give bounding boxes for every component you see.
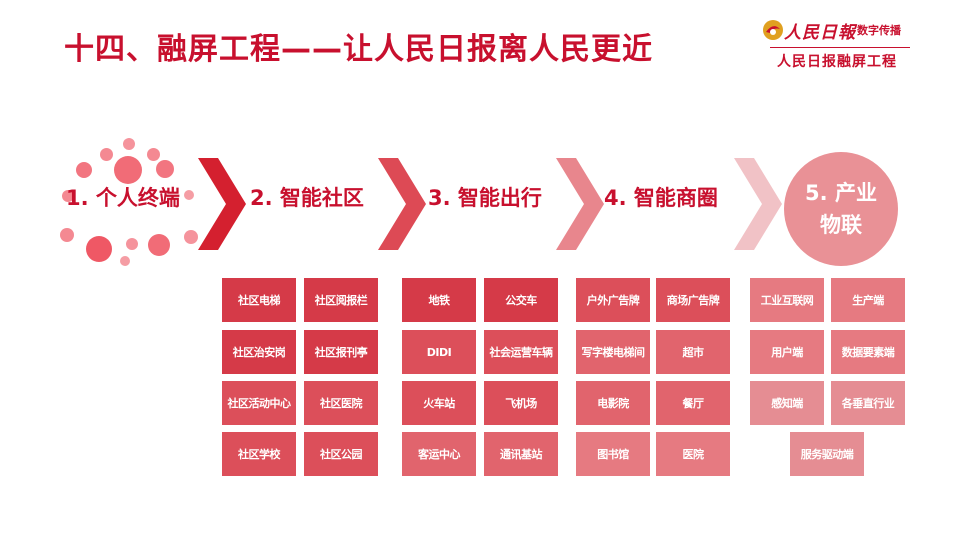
stage-5-label-line1: 5. 产业	[805, 181, 877, 205]
tile-community: 社区公园	[304, 432, 378, 476]
brand-logo-text: 人民日報	[784, 23, 856, 43]
tile-industry: 用户端	[750, 330, 824, 374]
dot	[62, 190, 74, 202]
tile-travel: 公交车	[484, 278, 558, 322]
stage-4-label: 4. 智能商圈	[604, 186, 718, 210]
chevron-right-icon	[734, 158, 782, 250]
tile-commerce: 写字楼电梯间	[576, 330, 650, 374]
tile-commerce: 电影院	[576, 381, 650, 425]
tile-community: 社区医院	[304, 381, 378, 425]
stage-2-label: 2. 智能社区	[250, 186, 364, 210]
chevron-right-icon	[198, 158, 246, 250]
tile-travel: 地铁	[402, 278, 476, 322]
tile-travel: 火车站	[402, 381, 476, 425]
brand-project-label: 人民日报融屏工程	[777, 54, 897, 70]
dot	[123, 138, 135, 150]
people-daily-logo-icon	[763, 20, 783, 40]
tile-travel: DIDI	[402, 330, 476, 374]
tile-community: 社区学校	[222, 432, 296, 476]
dot	[114, 156, 142, 184]
tile-community: 社区电梯	[222, 278, 296, 322]
dot	[148, 234, 170, 256]
tile-industry: 感知端	[750, 381, 824, 425]
stage-5-label-line2: 物联	[820, 213, 862, 237]
dot-cluster	[56, 138, 206, 270]
dot	[100, 148, 113, 161]
brand-sub-label: 数字传播	[857, 24, 901, 37]
tile-community: 社区阅报栏	[304, 278, 378, 322]
tile-commerce: 图书馆	[576, 432, 650, 476]
dot	[184, 190, 194, 200]
brand-divider	[770, 47, 910, 48]
dot	[156, 160, 174, 178]
dot	[76, 162, 92, 178]
tile-commerce: 超市	[656, 330, 730, 374]
dot	[86, 236, 112, 262]
tile-commerce: 户外广告牌	[576, 278, 650, 322]
tile-community: 社区治安岗	[222, 330, 296, 374]
chevron-right-icon	[556, 158, 604, 250]
tile-commerce: 餐厅	[656, 381, 730, 425]
dot	[184, 230, 198, 244]
stage-5-circle: 5. 产业 物联	[784, 152, 898, 266]
stage-3-label: 3. 智能出行	[428, 186, 542, 210]
dot	[120, 256, 130, 266]
tile-community: 社区活动中心	[222, 381, 296, 425]
tile-industry: 各垂直行业	[831, 381, 905, 425]
tile-community: 社区报刊亭	[304, 330, 378, 374]
tile-commerce: 商场广告牌	[656, 278, 730, 322]
tile-industry: 生产端	[831, 278, 905, 322]
page-title: 十四、融屏工程——让人民日报离人民更近	[64, 32, 653, 67]
dot	[147, 148, 160, 161]
chevron-right-icon	[378, 158, 426, 250]
dot	[126, 238, 138, 250]
dot	[60, 228, 74, 242]
tile-travel: 社会运营车辆	[484, 330, 558, 374]
tile-industry: 数据要素端	[831, 330, 905, 374]
tile-travel: 客运中心	[402, 432, 476, 476]
stage-1-label: 1. 个人终端	[66, 186, 180, 210]
tile-industry: 服务驱动端	[790, 432, 864, 476]
tile-industry: 工业互联网	[750, 278, 824, 322]
tile-travel: 飞机场	[484, 381, 558, 425]
tile-commerce: 医院	[656, 432, 730, 476]
tile-travel: 通讯基站	[484, 432, 558, 476]
brand-block: 人民日報 数字传播 人民日报融屏工程	[762, 16, 912, 76]
